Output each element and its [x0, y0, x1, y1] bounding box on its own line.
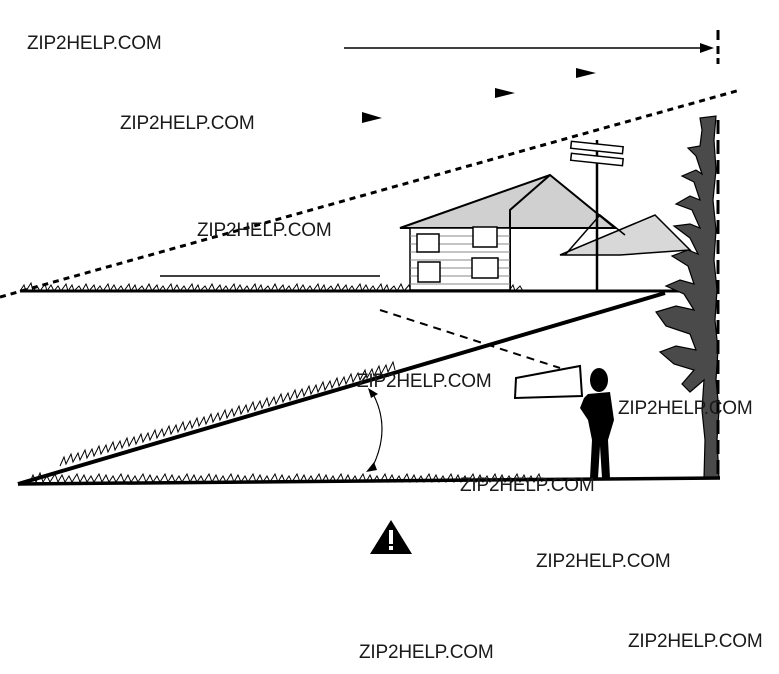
warning-triangle-icon [370, 520, 412, 554]
direction-arrowheads [362, 68, 596, 123]
slope-line [17, 291, 666, 486]
utility-pole-icon [569, 140, 624, 291]
sight-line-top [0, 88, 741, 299]
house-icon [399, 173, 692, 291]
angle-arc [366, 388, 383, 472]
near-ground [17, 471, 721, 486]
tree-icon [655, 115, 720, 479]
person-icon [513, 364, 614, 478]
distance-arrow [344, 30, 720, 64]
far-ground [19, 275, 690, 293]
sight-line-dashed [379, 309, 561, 369]
